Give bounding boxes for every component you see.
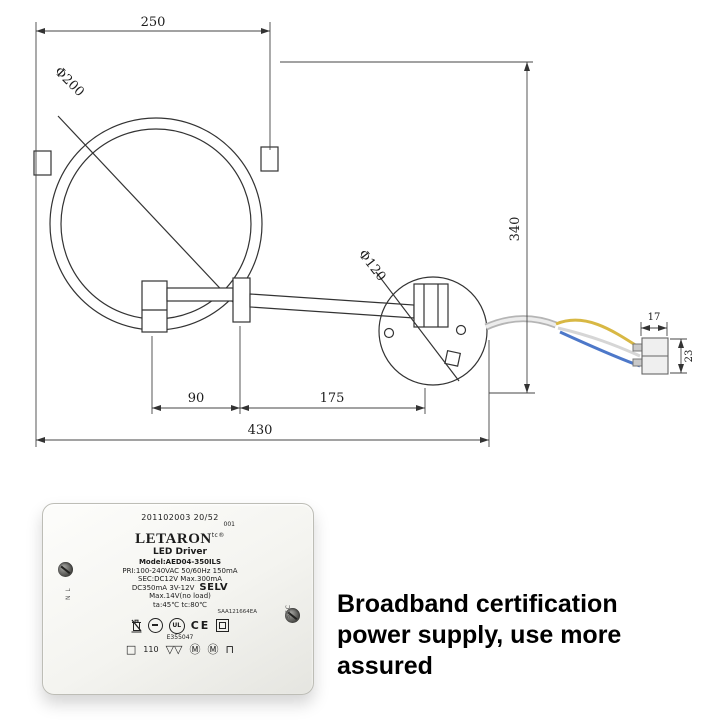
dim-phi200-label: Φ200: [51, 64, 87, 100]
mirror-diameter-line: [57, 115, 248, 318]
terminal-marking-right: SEC: [285, 604, 292, 619]
caption-line-1: Broadband certification: [337, 590, 618, 618]
arm-segment-rear: [249, 293, 415, 319]
brand-superscript: tc: [211, 532, 219, 539]
ul-mark-text: UL: [172, 621, 182, 629]
output-rating: DC350mA 3V-12V: [131, 583, 195, 592]
ce-mark: CE: [190, 619, 211, 632]
brand-name: LETARON: [135, 531, 212, 547]
wire-blue: [559, 330, 641, 368]
model-number: Model:AED04-350ILS: [138, 558, 222, 566]
mirror-stem: [141, 280, 168, 333]
ul-file-number: E355047: [166, 634, 194, 641]
driver-label: 201102003 20/52 001 LETARONtc® LED Drive…: [89, 511, 271, 689]
approval-symbols-row: □ 110 ▽▽ Ⓜ Ⓜ ⊓: [89, 643, 271, 656]
dim-17-label: 17: [648, 312, 661, 323]
saa-code: SAA121664EA: [217, 609, 257, 615]
dim-90-label: 90: [188, 391, 205, 406]
output-rating-row: DC350mA 3V-12V SELV: [89, 581, 271, 593]
serial-sub-number: 001: [223, 521, 235, 528]
certification-marks-row: UL CE: [89, 617, 271, 634]
power-cord: [484, 315, 669, 375]
screw-right: [285, 608, 300, 623]
mirror-pivot-right: [260, 146, 279, 172]
max-voltage: Max.14V(no load): [149, 592, 211, 600]
led-driver-photo: N L SEC 201102003 20/52 001 LETARONtc® L…: [42, 503, 314, 695]
temperature-rating: ta:45℃ tc:80℃: [152, 600, 208, 609]
cup-symbol-icon: ⊓: [225, 643, 235, 656]
wall-plate-bracket: [413, 283, 449, 328]
product-name: LED Driver: [153, 547, 207, 557]
m-circle-icon-2: Ⓜ: [207, 643, 219, 656]
weee-bin-icon: [131, 619, 142, 632]
primary-rating: PRI:100-240VAC 50/60Hz 150mA: [122, 566, 238, 575]
technical-drawing: 250 Φ200 340 Φ120 90 175 430 17 23: [33, 15, 695, 447]
cable-clamp: [444, 349, 462, 367]
plate-screw-hole-right: [455, 324, 467, 336]
crimp-pin-bottom: [632, 358, 643, 367]
double-triangle-icon: ▽▽: [165, 643, 183, 656]
wall-plate-circle: [378, 276, 488, 386]
serial-number: 201102003 20/52: [141, 513, 219, 522]
screw-left: [58, 562, 73, 577]
wire-yellow: [555, 318, 641, 350]
enclosure-symbol-icon: □: [125, 643, 137, 656]
terminal-marking-left: N L: [65, 587, 72, 600]
bottom-number: 110: [143, 645, 159, 654]
dim-phi120-label: Φ120: [355, 247, 389, 284]
arm-joint: [232, 277, 251, 323]
dim-175-label: 175: [320, 391, 345, 406]
class2-insulation-icon: [216, 619, 230, 632]
crimp-pin-top: [632, 343, 643, 352]
wall-plate: [375, 271, 488, 386]
dimension-labels: 250 Φ200 340 Φ120 90 175 430 17 23: [51, 15, 695, 438]
tuv-badge-icon: [147, 618, 163, 633]
arm-segment-front: [166, 287, 234, 302]
mirror-assembly: [33, 115, 415, 333]
dimension-lines: [35, 22, 687, 447]
dim-250-label: 250: [141, 15, 166, 30]
caption-line-2: power supply, use more assured: [337, 621, 622, 680]
plate-diameter-line: [375, 271, 460, 382]
secondary-rating: SEC:DC12V Max.300mA: [138, 575, 222, 583]
dim-340-label: 340: [508, 217, 523, 242]
mirror-pivot-left: [33, 150, 52, 176]
driver-enclosure: N L SEC 201102003 20/52 001 LETARONtc® L…: [42, 503, 314, 695]
dim-430-label: 430: [248, 423, 273, 438]
marketing-caption: Broadband certification power supply, us…: [337, 589, 717, 682]
selv-mark: SELV: [199, 581, 229, 593]
plate-screw-hole-left: [383, 327, 395, 339]
brand-logo: LETARONtc®: [89, 528, 271, 547]
ul-badge-icon: UL: [168, 617, 185, 634]
registered-mark: ®: [218, 532, 225, 539]
dim-23-label: 23: [684, 350, 695, 363]
wire-white: [557, 326, 641, 358]
m-circle-icon: Ⓜ: [189, 643, 201, 656]
